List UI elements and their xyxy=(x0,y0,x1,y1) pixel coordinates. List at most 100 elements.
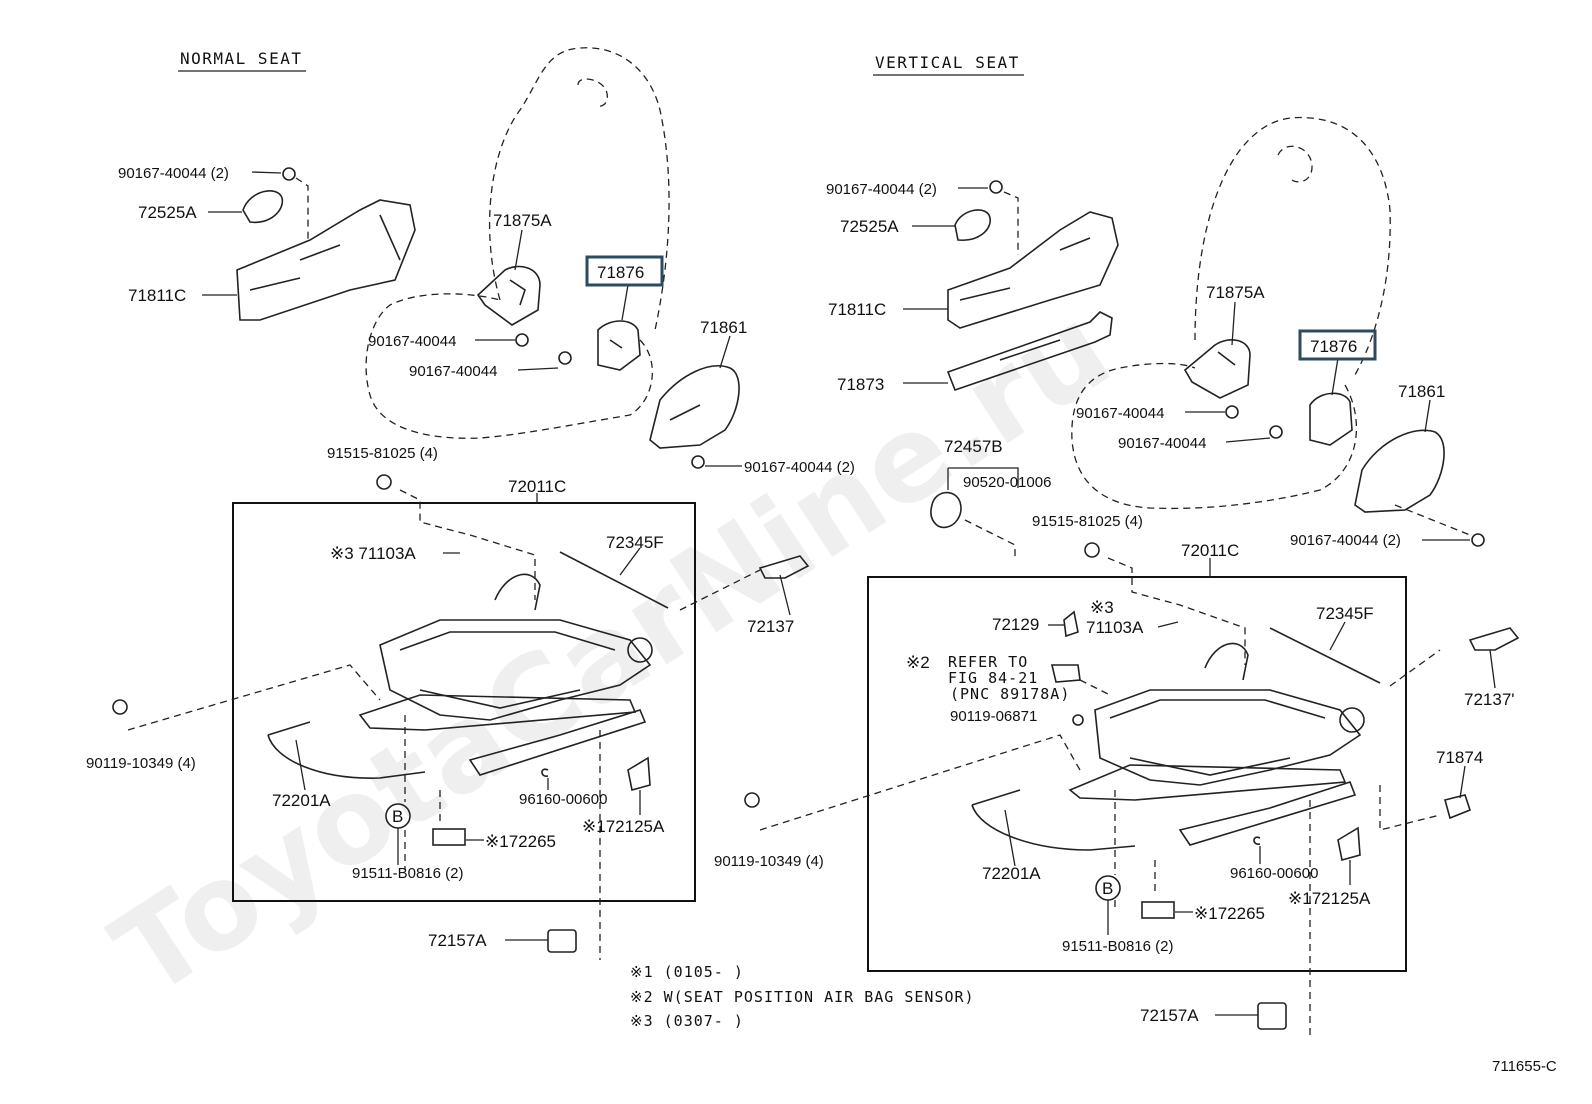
label-r-72525a: 72525A xyxy=(840,217,899,236)
label-r-71874: 71874 xyxy=(1436,748,1483,767)
part-71875a-shape xyxy=(476,265,541,326)
vertical-seat-outline xyxy=(1071,116,1391,510)
part-r-72525a-shape xyxy=(954,209,991,241)
part-71811c-shape xyxy=(236,199,416,321)
label-r-90167-top: 90167-40044 (2) xyxy=(826,181,937,198)
part-r-71873-shape xyxy=(946,311,1113,392)
headrest-hole-right xyxy=(1277,145,1313,183)
label-l-90167-top: 90167-40044 (2) xyxy=(118,165,229,182)
lead-l-90167-top xyxy=(251,171,282,174)
lead-l-71875a xyxy=(514,229,523,271)
part-72137-shape xyxy=(758,555,810,579)
part-r-71811c-shape xyxy=(947,211,1119,329)
screw-top-right xyxy=(989,180,1003,194)
label-l-71861: 71861 xyxy=(700,318,747,337)
part-r-72129-shape xyxy=(1063,610,1079,638)
r-bolt-90119-06871 xyxy=(1072,714,1084,726)
label-r-90167-b: 90167-40044 xyxy=(1118,435,1206,452)
label-l-71103a: ※3 71103A xyxy=(330,544,416,563)
part-71876-shape xyxy=(597,320,641,371)
label-l-72137: 72137 xyxy=(747,617,794,636)
label-r-72137: 72137' xyxy=(1464,690,1515,709)
lead-l-71861 xyxy=(719,335,731,369)
label-r-96160: 96160-00600 xyxy=(1230,865,1318,882)
dash-r-71861 xyxy=(1394,504,1471,536)
r-dash-route-3 xyxy=(1389,649,1441,687)
note-2: ※2 W(SEAT POSITION AIR BAG SENSOR) xyxy=(630,988,975,1006)
label-l-72011c: 72011C xyxy=(508,477,566,496)
part-72011c-frame xyxy=(379,573,652,721)
lead-r-71874 xyxy=(1459,765,1466,799)
r-dash-route-7 xyxy=(1079,679,1111,696)
part-r-72125a-shape xyxy=(1337,826,1361,862)
r-dash-route-4 xyxy=(1114,790,1156,910)
footnotes: ※1 (0105- ) ※2 W(SEAT POSITION AIR BAG S… xyxy=(630,963,975,1030)
label-r-72129: 72129 xyxy=(992,615,1039,634)
r-frame-knob xyxy=(1339,707,1365,733)
r-rail-upper xyxy=(1068,764,1347,801)
frame-knob xyxy=(627,637,653,663)
screw-71875a xyxy=(515,333,529,347)
label-l-71875a: 71875A xyxy=(493,211,552,230)
part-r-72011c-frame xyxy=(1094,642,1362,786)
label-l-90119: 90119-10349 (4) xyxy=(86,755,196,772)
label-r-refer-1: REFER TO xyxy=(948,653,1028,671)
rail-lower xyxy=(468,709,647,776)
headrest-hole xyxy=(577,78,609,107)
note-3: ※3 (0307- ) xyxy=(630,1012,744,1030)
part-72201a-wire xyxy=(267,721,426,779)
figure-id: 711655-C xyxy=(1492,1058,1557,1075)
part-71861-shape xyxy=(649,365,740,449)
dash-route-2 xyxy=(127,664,381,731)
screw-top-right-dash xyxy=(1003,191,1019,255)
label-l-71811c: 71811C xyxy=(128,286,186,305)
lead-l-72201a xyxy=(295,739,306,791)
part-72157a-shape xyxy=(547,929,577,953)
frame-box-r-72011c xyxy=(867,576,1407,972)
label-l-72525a: 72525A xyxy=(138,203,197,222)
lead-r-71103a xyxy=(1157,621,1179,628)
watermark: ToyotaCarNine.ru xyxy=(90,279,1133,1024)
label-l-71876[interactable]: 71876 xyxy=(597,263,644,282)
label-l-91515: 91515-81025 (4) xyxy=(327,445,438,462)
label-r-refer-mark: ※2 xyxy=(906,653,930,672)
screw-71876 xyxy=(558,351,572,365)
lead-r-90167-b xyxy=(1225,437,1271,443)
label-r-72201a: 72201A xyxy=(982,864,1041,883)
label-r-72345f: 72345F xyxy=(1316,604,1374,623)
lead-l-72345f xyxy=(619,547,641,576)
part-r-72201a-wire xyxy=(971,789,1136,851)
label-l-91511: 91511-B0816 (2) xyxy=(352,865,463,882)
label-l-72125a: ※172125A xyxy=(582,817,665,836)
highlight-box-l-71876 xyxy=(585,255,664,287)
part-r-72157a-shape xyxy=(1257,1002,1287,1030)
label-r-71875a: 71875A xyxy=(1206,283,1265,302)
label-r-91511: 91511-B0816 (2) xyxy=(1062,938,1173,955)
label-r-72457b: 72457B xyxy=(944,437,1003,456)
r-dash-route-1 xyxy=(1107,557,1246,665)
part-96160-shape xyxy=(541,768,549,777)
label-r-72265: ※172265 xyxy=(1194,904,1265,923)
dash-72457b xyxy=(964,519,1016,560)
label-r-71876[interactable]: 71876 xyxy=(1310,337,1357,356)
label-r-90520: 90520-01006 xyxy=(963,474,1051,491)
bolt-90119 xyxy=(112,699,128,715)
lead-l-71876 xyxy=(621,284,629,321)
lead-r-71875a xyxy=(1231,301,1236,346)
part-72525a-shape xyxy=(242,190,284,224)
label-r-72011c: 72011C xyxy=(1181,541,1239,560)
label-r-71103a: 71103A xyxy=(1086,618,1144,637)
circle-b-right-label: B xyxy=(1102,879,1113,898)
dash-route-1 xyxy=(399,489,536,600)
part-r-72265-shape xyxy=(1141,901,1175,919)
label-r-refer-3: (PNC 89178A) xyxy=(950,685,1070,703)
r-rail-lower xyxy=(1178,781,1357,846)
label-l-72265: ※172265 xyxy=(485,832,556,851)
normal-seat-group: NORMAL SEAT xyxy=(86,47,855,960)
lead-r-72201a xyxy=(1004,809,1016,867)
r-dash-route-6 xyxy=(1379,785,1441,831)
part-r-71874-shape xyxy=(1444,794,1471,820)
label-r-91515: 91515-81025 (4) xyxy=(1032,513,1143,530)
screw-r-71876 xyxy=(1269,425,1283,439)
circle-b-left-label: B xyxy=(392,807,403,826)
